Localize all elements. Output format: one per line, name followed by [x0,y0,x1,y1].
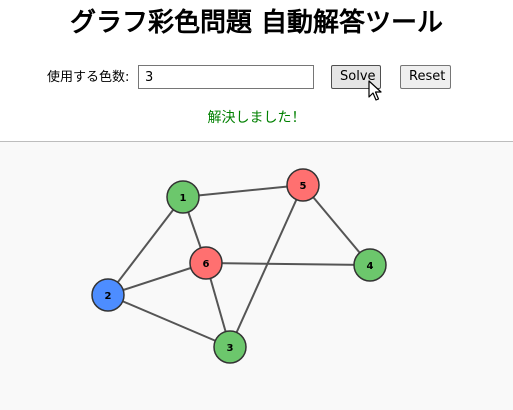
graph-node-label: 2 [105,291,112,302]
color-count-label: 使用する色数: [47,70,130,85]
graph-edge-1-2 [107,196,184,296]
graph-node-circle[interactable] [91,278,125,312]
graph-edge-5-3 [229,184,304,348]
graph-node-label: 4 [367,261,374,272]
edge-layer [107,184,371,348]
solve-button[interactable]: Solve [331,65,381,89]
graph-edge-6-4 [205,262,371,266]
graph-node-6[interactable]: 6 [189,246,223,280]
graph-node-circle[interactable] [166,180,200,214]
graph-node-circle[interactable] [213,330,247,364]
graph-node-5[interactable]: 5 [286,168,320,202]
graph-node-2[interactable]: 2 [91,278,125,312]
graph-svg[interactable]: 1 2 3 4 5 6 [0,142,513,410]
reset-button[interactable]: Reset [400,65,451,89]
graph-node-1[interactable]: 1 [166,180,200,214]
color-count-input[interactable] [138,65,314,89]
graph-edge-1-5 [182,184,304,198]
graph-node-circle[interactable] [353,248,387,282]
status-message: 解決しました！ [207,110,306,126]
graph-node-label: 3 [227,343,234,354]
graph-canvas[interactable]: 1 2 3 4 5 6 [0,141,513,410]
graph-edge-5-4 [302,184,371,266]
graph-node-3[interactable]: 3 [213,330,247,364]
graph-edge-6-2 [107,262,207,296]
graph-node-label: 5 [300,181,307,192]
graph-node-circle[interactable] [286,168,320,202]
page-title: グラフ彩色問題 自動解答ツール [69,8,444,38]
graph-node-label: 6 [203,259,210,270]
graph-node-4[interactable]: 4 [353,248,387,282]
controls-bar: 使用する色数: Solve Reset [0,65,513,91]
graph-node-label: 1 [180,193,187,204]
node-layer: 1 2 3 4 5 6 [91,168,387,364]
graph-node-circle[interactable] [189,246,223,280]
graph-edge-2-3 [107,294,231,348]
